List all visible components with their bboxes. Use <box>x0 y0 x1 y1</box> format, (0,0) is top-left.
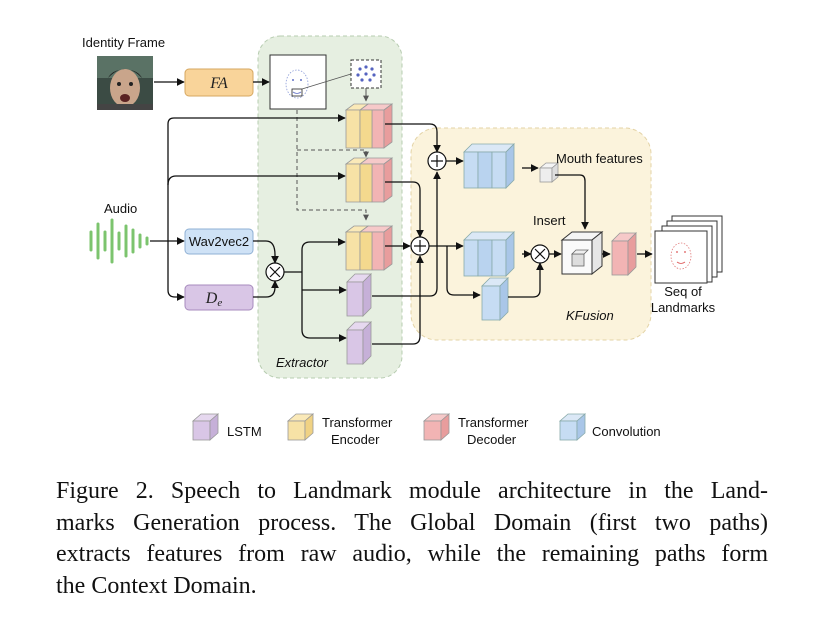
add-node-lower <box>410 236 430 256</box>
legend-transformer-decoder: Transformer Decoder <box>422 413 529 447</box>
lstm-block-1 <box>346 273 372 317</box>
audio-label: Audio <box>104 201 137 216</box>
wav2vec2-label: Wav2vec2 <box>189 234 249 249</box>
audio-waveform <box>89 218 149 264</box>
conv-block-lower <box>463 231 515 277</box>
insert-label: Insert <box>533 213 566 228</box>
figure-caption: Figure 2. Speech to Landmark module arch… <box>56 476 768 602</box>
lstm-block-2 <box>346 321 372 365</box>
seq-label-line1: Seq of <box>664 284 702 299</box>
legend-transformer-encoder: Transformer Encoder <box>286 413 393 447</box>
legend-lstm-label: LSTM <box>227 424 262 439</box>
kfusion-label: KFusion <box>566 308 614 323</box>
legend-convolution: Convolution <box>558 413 661 441</box>
caption-line-4: the Context Domain. <box>56 572 257 599</box>
legend-decoder-label-1: Transformer <box>458 415 529 430</box>
legend-lstm: LSTM <box>191 413 262 441</box>
fa-label: FA <box>209 75 228 92</box>
add-node-upper <box>427 151 447 171</box>
legend: LSTM Transformer Encoder Transformer Dec… <box>191 413 661 447</box>
identity-frame-label: Identity Frame <box>82 35 165 50</box>
seq-label-line2: Landmarks <box>651 300 716 315</box>
caption-line-2: marks Generation process. The Global Dom… <box>56 509 768 536</box>
landmark-sequence-stack <box>654 215 723 284</box>
architecture-diagram: Identity Frame FA Audio <box>82 35 723 447</box>
extractor-label: Extractor <box>276 355 329 370</box>
mouth-feature-block <box>538 162 560 183</box>
enc-dec-block-3 <box>345 225 393 271</box>
legend-convolution-label: Convolution <box>592 424 661 439</box>
identity-frame-image <box>97 56 153 110</box>
caption-line-1: Figure 2. Speech to Landmark module arch… <box>56 478 768 504</box>
caption-line-3: extracts features from raw audio, while … <box>56 541 768 567</box>
conv-block-upper <box>463 143 515 189</box>
mouth-features-label: Mouth features <box>556 151 643 166</box>
enc-dec-block-1 <box>345 103 393 149</box>
mouth-crop <box>350 59 382 89</box>
landmark-sketch <box>269 54 327 110</box>
legend-encoder-label-2: Encoder <box>331 432 380 447</box>
multiply-node-kfusion <box>530 244 550 264</box>
legend-decoder-label-2: Decoder <box>467 432 517 447</box>
de-label: De <box>205 290 223 309</box>
multiply-node-extractor <box>265 262 285 282</box>
insert-cube <box>560 230 604 276</box>
legend-encoder-label-1: Transformer <box>322 415 393 430</box>
enc-dec-block-2 <box>345 157 393 203</box>
conv-block-single <box>481 277 509 321</box>
transformer-decoder-output <box>611 232 637 276</box>
